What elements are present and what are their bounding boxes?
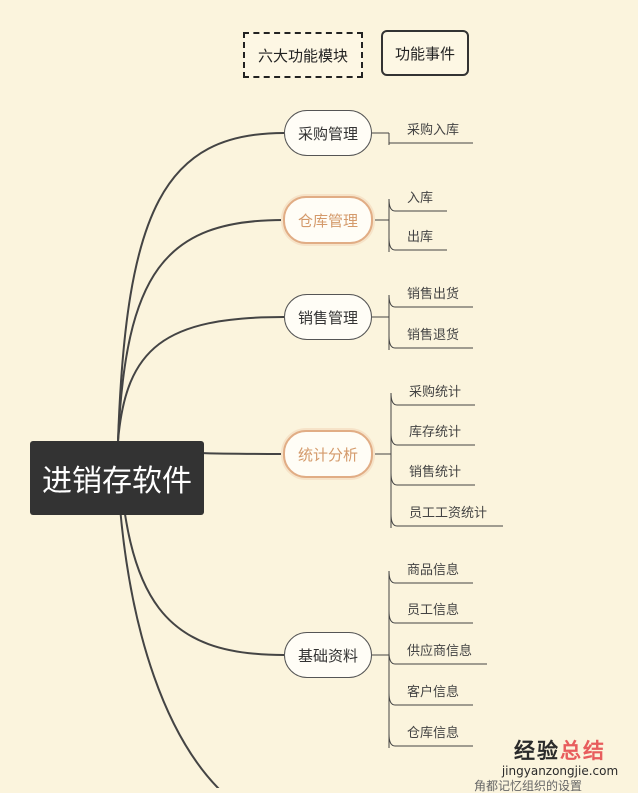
leaf-warehouse-in[interactable]: 入库 xyxy=(407,191,434,206)
leaf-underline-2-1 xyxy=(388,335,473,349)
leaf-underline-4-4 xyxy=(388,733,473,747)
leaf-underline-4-0 xyxy=(388,570,473,584)
legend-events[interactable]: 功能事件 xyxy=(381,30,469,76)
leaf-underline-3-3 xyxy=(390,513,503,527)
partial-leaf-text: 角都记忆组织的设置 xyxy=(474,779,583,793)
branch-warehouse[interactable]: 仓库管理 xyxy=(283,196,373,244)
leaf-underline-4-2 xyxy=(388,651,487,665)
root-node[interactable]: 进销存软件 xyxy=(30,441,204,515)
leaf-stat-purchase[interactable]: 采购统计 xyxy=(409,385,462,400)
leaf-stat-inventory[interactable]: 库存统计 xyxy=(409,425,462,440)
branch-basic-data[interactable]: 基础资料 xyxy=(284,632,372,678)
connector-root-branch-0 xyxy=(117,132,285,442)
branch-purchase[interactable]: 采购管理 xyxy=(284,110,372,156)
leaf-employee-info[interactable]: 员工信息 xyxy=(407,603,460,618)
leaf-product-info[interactable]: 商品信息 xyxy=(407,563,460,578)
leaf-underline-3-2 xyxy=(390,472,475,486)
leaf-underline-3-1 xyxy=(390,432,475,446)
leaf-stat-sales[interactable]: 销售统计 xyxy=(409,465,462,480)
leaf-underline-1-0 xyxy=(388,198,447,212)
leaf-underline-3-0 xyxy=(390,392,475,406)
leaf-underline-2-0 xyxy=(388,294,473,308)
connector-root-branch-offscreen xyxy=(117,480,220,788)
leaf-supplier-info[interactable]: 供应商信息 xyxy=(407,644,473,659)
legend-modules[interactable]: 六大功能模块 xyxy=(243,32,363,78)
leaf-stat-salary[interactable]: 员工工资统计 xyxy=(409,506,488,521)
watermark-title-part2: 总结 xyxy=(560,739,606,763)
leaf-underline-4-3 xyxy=(388,692,473,706)
connector-root-branch-2 xyxy=(117,316,285,442)
leaf-underline-1-1 xyxy=(388,237,447,251)
leaf-warehouse-out[interactable]: 出库 xyxy=(407,230,434,245)
leaf-customer-info[interactable]: 客户信息 xyxy=(407,685,460,700)
watermark-logo: 经验总结 jingyanzongjie.com xyxy=(486,738,634,778)
leaf-warehouse-info[interactable]: 仓库信息 xyxy=(407,726,460,741)
leaf-sales-return[interactable]: 销售退货 xyxy=(407,328,460,343)
connector-root-branch-1 xyxy=(117,219,284,442)
watermark-url: jingyanzongjie.com xyxy=(501,764,619,778)
branch-statistics[interactable]: 统计分析 xyxy=(283,430,373,478)
watermark-title-part1: 经验 xyxy=(514,739,560,763)
leaf-sales-shipment[interactable]: 销售出货 xyxy=(407,287,460,302)
leaf-purchase-inbound[interactable]: 采购入库 xyxy=(407,123,460,138)
watermark-title: 经验总结 xyxy=(486,738,634,764)
branch-sales[interactable]: 销售管理 xyxy=(284,294,372,340)
leaf-underline-4-1 xyxy=(388,610,473,624)
